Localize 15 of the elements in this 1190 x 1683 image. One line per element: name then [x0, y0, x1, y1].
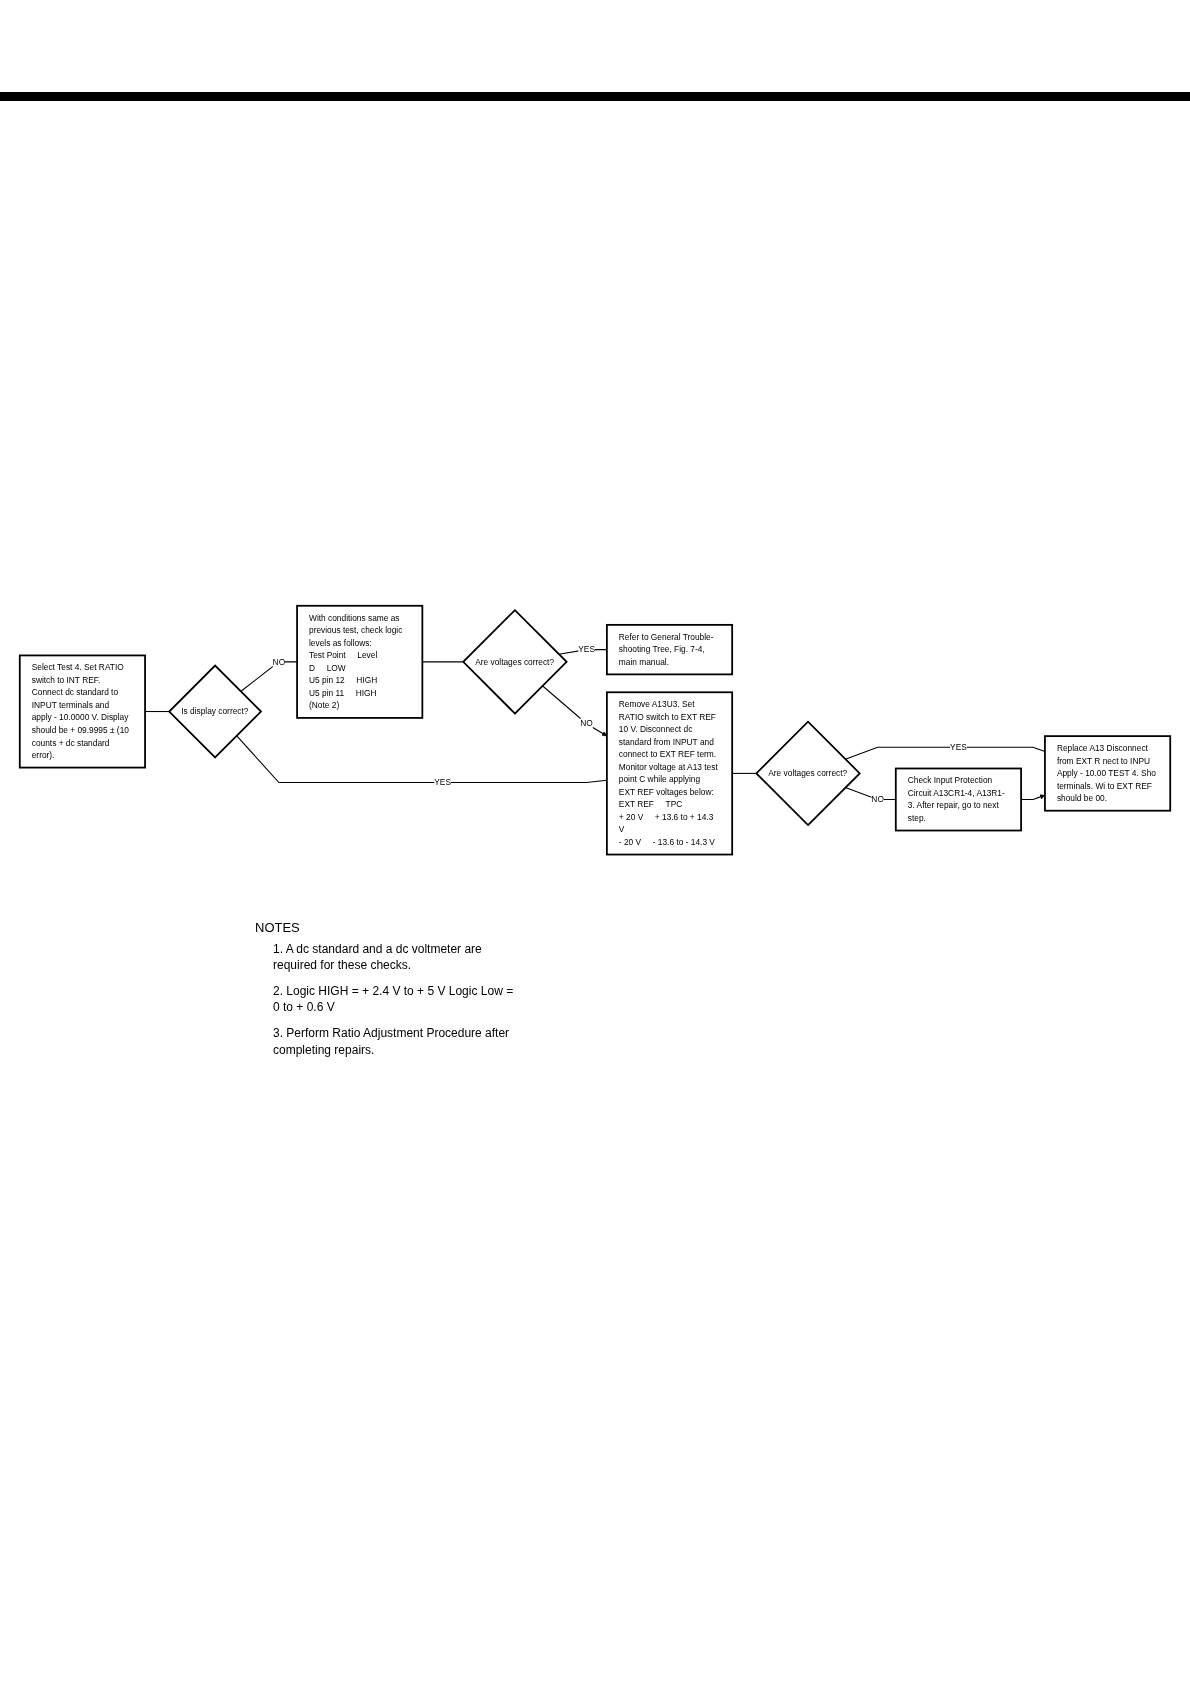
- edge-label: NO: [580, 717, 593, 730]
- process-box: Check Input Protection Circuit A13CR1-4, A13R1-3. After repair, go to next step.: [894, 767, 1022, 832]
- notes-heading: NOTES: [255, 919, 301, 937]
- decision-diamond: Are voltages correct?: [755, 720, 861, 827]
- process-box: Select Test 4. Set RATIO switch to INT REF. Connect dc standard to INPUT terminals and apply - 10.0000 V. Display should be + 09.9995 ± (10 counts + dc standard error).: [18, 654, 146, 769]
- note-text: 3. Perform Ratio Adjustment Procedure after completing repairs.: [273, 1025, 511, 1058]
- note-text: 2. Logic HIGH = + 2.4 V to + 5 V Logic Low = 0 to + 0.6 V: [273, 983, 515, 1016]
- connector-line: [240, 661, 298, 692]
- decision-diamond: Is display correct?: [167, 664, 263, 759]
- process-box: Remove A13U3. Set RATIO switch to EXT REF 10 V. Disconnect dc standard from INPUT and connect to EXT REF term. Monitor voltage at A13 test point C while applying EXT REF voltages below: EXT REF TPC + 20 V + 13.6 to + 14.3 V - 20 V - 13.6 to - 14.3 V: [606, 691, 734, 856]
- note-text: 1. A dc standard and a dc voltmeter are required for these checks.: [273, 940, 483, 974]
- process-box: With conditions same as previous test, check logic levels as follows: Test Point Level D LOW U5 pin 12 HIGH U5 pin 11 HIGH (Note 2): [296, 604, 424, 719]
- decision-diamond: Are voltages correct?: [461, 608, 568, 715]
- process-box: Replace A13 Disconnect from EXT R nect to INPU Apply - 10.00 TEST 4. Sho terminals. Wi to EXT REF should be 00.: [1044, 735, 1172, 812]
- process-box: Refer to General Trouble-shooting Tree, Fig. 7-4, main manual.: [606, 623, 734, 676]
